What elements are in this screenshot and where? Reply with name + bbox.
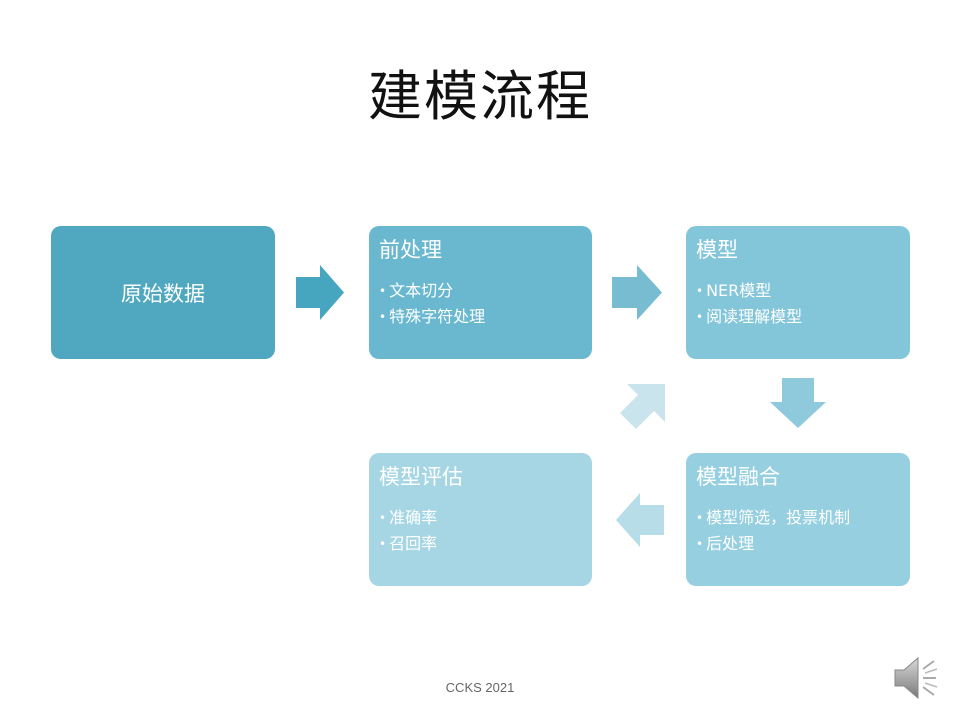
node-model-fusion-label: 模型融合 xyxy=(696,465,780,489)
node-model-fusion: 模型融合 模型筛选，投票机制 后处理 xyxy=(686,453,910,586)
node-model: 模型 NER模型 阅读理解模型 xyxy=(686,226,910,359)
arrow-right-icon xyxy=(612,265,662,320)
node-model-item: NER模型 xyxy=(696,278,802,304)
footer-text: CCKS 2021 xyxy=(445,680,515,695)
node-preprocessing-item: 文本切分 xyxy=(379,278,485,304)
node-model-fusion-item: 模型筛选，投票机制 xyxy=(696,505,850,531)
node-preprocessing-label: 前处理 xyxy=(379,238,442,262)
node-preprocessing-item: 特殊字符处理 xyxy=(379,304,485,330)
node-model-evaluation: 模型评估 准确率 召回率 xyxy=(369,453,592,586)
node-model-evaluation-item: 召回率 xyxy=(379,531,437,557)
node-preprocessing: 前处理 文本切分 特殊字符处理 xyxy=(369,226,592,359)
slide-title: 建模流程 xyxy=(368,65,592,128)
node-model-fusion-item: 后处理 xyxy=(696,531,850,557)
node-model-evaluation-label: 模型评估 xyxy=(379,465,463,489)
arrow-down-icon xyxy=(770,378,826,428)
arrow-right-icon xyxy=(296,265,344,320)
speaker-icon[interactable] xyxy=(892,652,942,704)
node-model-evaluation-item: 准确率 xyxy=(379,505,437,531)
node-raw-data-label: 原始数据 xyxy=(121,281,205,306)
node-model-item: 阅读理解模型 xyxy=(696,304,802,330)
arrow-up-right-icon xyxy=(620,384,665,429)
node-model-label: 模型 xyxy=(696,238,738,262)
arrow-left-icon xyxy=(616,493,664,547)
node-raw-data: 原始数据 xyxy=(51,226,275,359)
